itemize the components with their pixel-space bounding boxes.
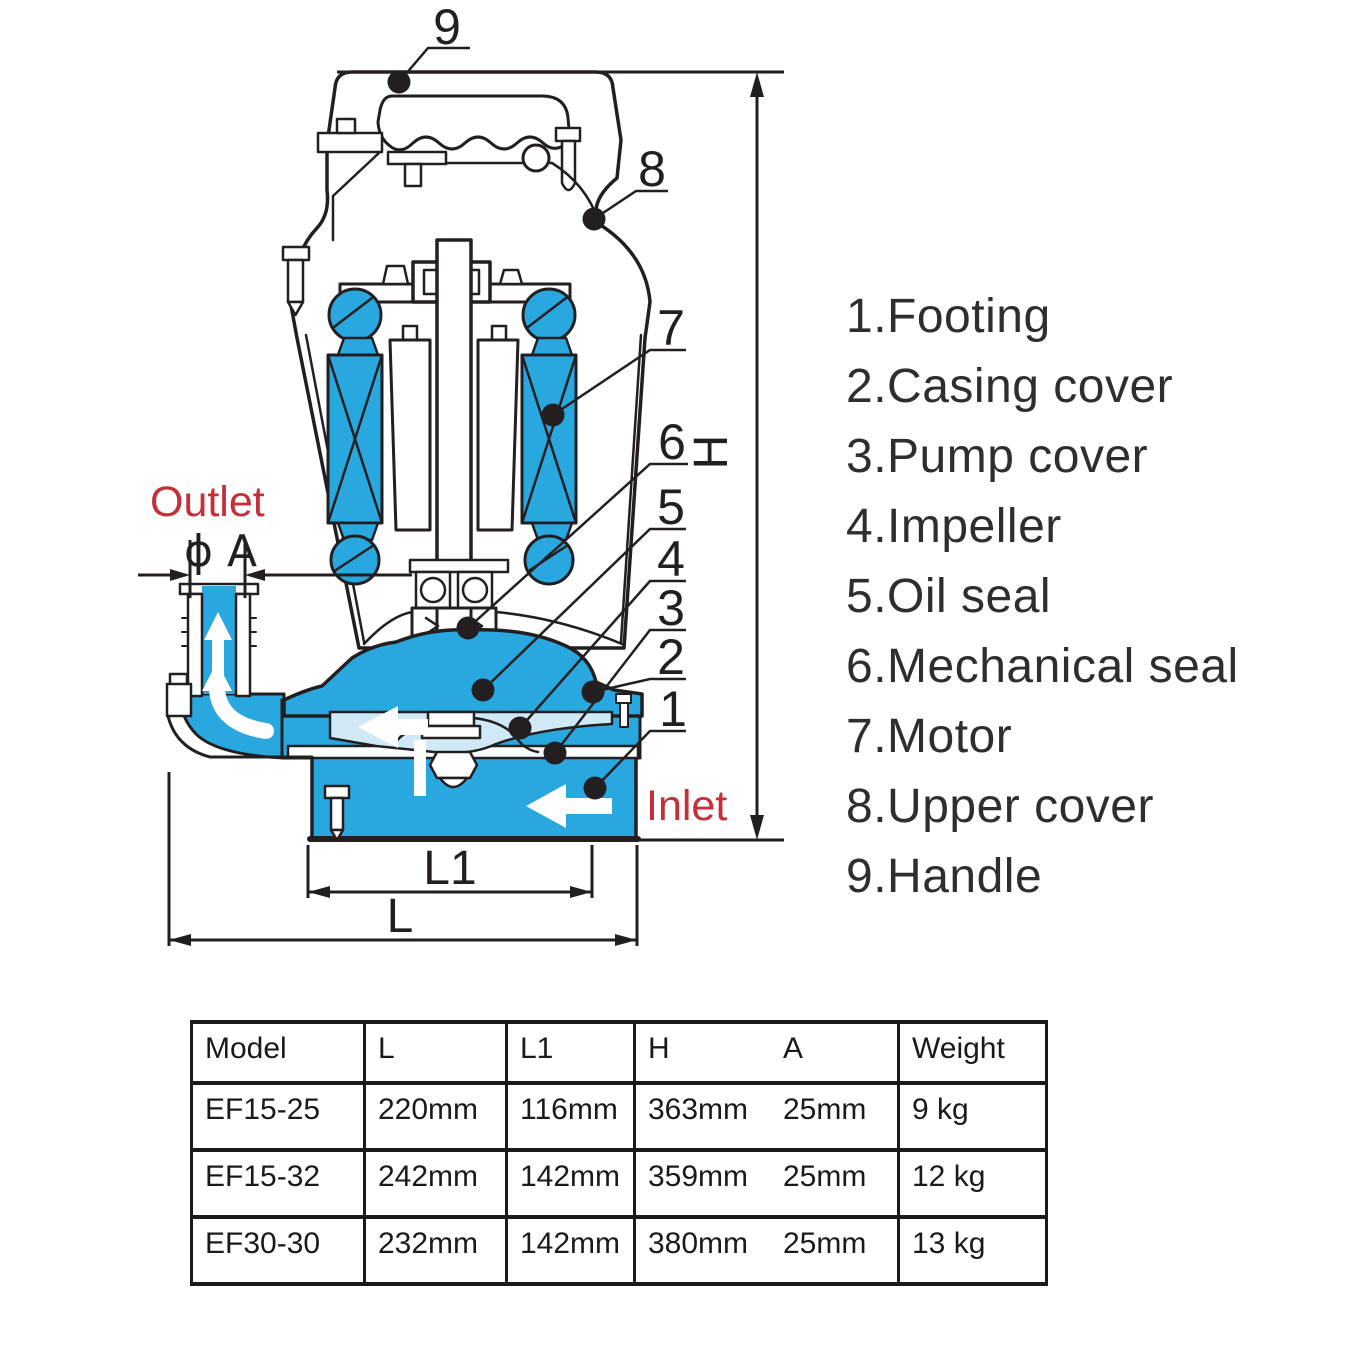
col-header-model: Model — [190, 1020, 365, 1083]
col-header-a: A — [783, 1032, 804, 1065]
cell-h-a: 359mm 25mm — [633, 1148, 899, 1217]
spec-table: Model L L1 H A Weight EF15-25 220mm 116m… — [190, 1020, 1048, 1286]
callout-4: 4 — [657, 531, 685, 587]
cell-model: EF15-32 — [190, 1148, 365, 1217]
cell-h: 380mm — [648, 1227, 749, 1260]
table-row: EF15-32 242mm 142mm 359mm 25mm 12 kg — [190, 1148, 1047, 1217]
handle-details — [316, 117, 601, 242]
callout-9: 9 — [433, 0, 461, 55]
dim-label-phi-a: ϕ A — [184, 526, 257, 577]
channel-left-arrow — [358, 706, 428, 748]
dim-l-ext — [167, 772, 639, 946]
dim-phia-ext — [188, 540, 247, 598]
inlet-left-arrow — [526, 784, 612, 828]
shell-left-bolt — [281, 245, 311, 317]
callout-5: 5 — [657, 479, 685, 535]
cell-model: EF15-25 — [190, 1081, 365, 1150]
pump-body — [165, 70, 652, 842]
inlet-label: Inlet — [646, 782, 727, 830]
cell-l1: 142mm — [505, 1215, 635, 1284]
parts-list-item: 1.Footing — [846, 290, 1051, 343]
col-header-l1: L1 — [505, 1020, 635, 1083]
dim-label-l: L — [387, 890, 414, 943]
dimension-lines — [138, 70, 784, 946]
flow-arrows — [202, 612, 612, 828]
cell-a: 25mm — [783, 1093, 867, 1126]
elbow-arrow-tip — [202, 662, 232, 691]
cell-h: 359mm — [648, 1160, 749, 1193]
handle-grip-cutout — [376, 94, 572, 152]
table-row: EF30-30 232mm 142mm 380mm 25mm 13 kg — [190, 1215, 1047, 1284]
casing-cover-bolt — [615, 693, 632, 728]
elbow-arrow-band — [209, 682, 274, 739]
cell-l: 242mm — [363, 1148, 507, 1217]
callout-6: 6 — [658, 414, 686, 470]
cell-l1: 116mm — [505, 1081, 635, 1150]
parts-list-item: 2.Casing cover — [846, 360, 1174, 413]
callout-8: 8 — [638, 141, 666, 197]
parts-list-item: 7.Motor — [846, 710, 1013, 763]
cell-h-a: 363mm 25mm — [633, 1081, 899, 1150]
col-header-h-a: H A — [633, 1020, 899, 1083]
callout-leaders — [387, 46, 688, 800]
shaft — [435, 238, 473, 624]
parts-list-item: 4.Impeller — [846, 500, 1062, 553]
cell-h-a: 380mm 25mm — [633, 1215, 899, 1284]
cell-h: 363mm — [648, 1093, 749, 1126]
cell-weight: 12 kg — [897, 1148, 1047, 1217]
col-header-l: L — [363, 1020, 507, 1083]
dim-label-h: H — [685, 435, 738, 470]
parts-list-item: 3.Pump cover — [846, 430, 1149, 483]
col-header-h: H — [648, 1032, 670, 1065]
callout-2: 2 — [657, 629, 685, 685]
cell-a: 25mm — [783, 1227, 867, 1260]
parts-list-item: 5.Oil seal — [846, 570, 1052, 623]
dim-label-l1: L1 — [423, 842, 476, 895]
col-header-weight: Weight — [897, 1020, 1047, 1083]
cell-weight: 9 kg — [897, 1081, 1047, 1150]
cell-l: 220mm — [363, 1081, 507, 1150]
cell-weight: 13 kg — [897, 1215, 1047, 1284]
parts-list-item: 9.Handle — [846, 850, 1043, 903]
callout-3: 3 — [657, 580, 685, 636]
callout-1: 1 — [659, 681, 687, 737]
cell-a: 25mm — [783, 1160, 867, 1193]
callout-7: 7 — [657, 300, 685, 356]
parts-list: 1.Footing 2.Casing cover 3.Pump cover 4.… — [846, 282, 1239, 912]
cell-l1: 142mm — [505, 1148, 635, 1217]
left-flange — [165, 672, 314, 759]
spec-table-header-row: Model L L1 H A Weight — [190, 1020, 1047, 1083]
footing-bolt — [323, 784, 351, 842]
rotor — [388, 324, 520, 532]
pipe-up-arrow — [204, 612, 232, 688]
outlet-label: Outlet — [150, 478, 265, 526]
parts-list-item: 6.Mechanical seal — [846, 640, 1239, 693]
parts-list-item: 8.Upper cover — [846, 780, 1154, 833]
table-row: EF15-25 220mm 116mm 363mm 25mm 9 kg — [190, 1081, 1047, 1150]
cell-model: EF30-30 — [190, 1215, 365, 1284]
dim-l1-ext — [306, 845, 594, 898]
cell-l: 232mm — [363, 1215, 507, 1284]
